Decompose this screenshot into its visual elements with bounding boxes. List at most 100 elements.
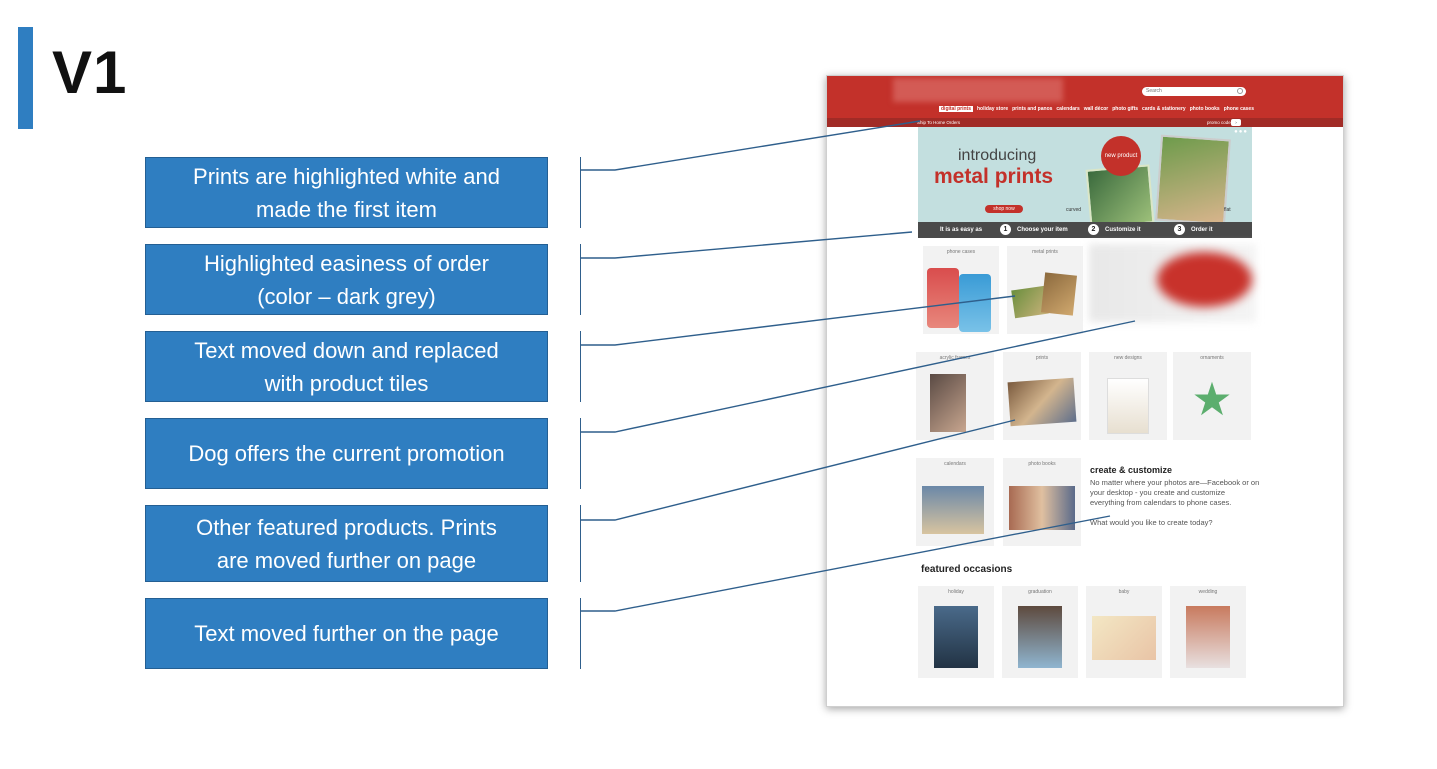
tile-acrylic-frames[interactable]: acrylic frames xyxy=(916,352,994,440)
tile-label: ornaments xyxy=(1200,355,1224,361)
tile-calendars[interactable]: calendars xyxy=(916,458,994,546)
promo-bar: Ship To Home Orders promo code › xyxy=(827,118,1343,127)
featured-occasions-title: featured occasions xyxy=(921,564,1013,575)
tile-label: phone cases xyxy=(946,249,976,255)
search-placeholder: Search xyxy=(1146,88,1162,94)
bracket-line xyxy=(580,505,581,582)
steps-lead: It is as easy as xyxy=(940,227,983,233)
callout-line: Prints are highlighted white and xyxy=(193,163,500,189)
tile-phone-cases[interactable]: phone cases xyxy=(923,246,999,334)
tile-label: acrylic frames xyxy=(939,355,971,361)
callout-line: Text moved further on the page xyxy=(194,621,499,646)
order-steps-bar: It is as easy as 1 Choose your item 2 Cust… xyxy=(918,222,1252,238)
tile-label: new designs xyxy=(1114,355,1142,361)
callout-line: are moved further on page xyxy=(216,547,477,573)
callout-dog-promotion: Dog offers the current promotion xyxy=(145,418,548,489)
photo-book-image xyxy=(1009,486,1075,530)
callout-product-tiles: Text moved down and replaced with product… xyxy=(145,331,548,402)
step-number: 2 xyxy=(1088,223,1099,235)
nav-item[interactable]: photo gifts xyxy=(1112,106,1139,112)
tile-new-designs[interactable]: new designs xyxy=(1089,352,1167,440)
promo-text: Ship To Home Orders xyxy=(917,120,961,125)
tile-label: photo books xyxy=(1028,461,1056,467)
nav-item[interactable]: wall décor xyxy=(1083,106,1109,112)
holiday-card-image xyxy=(934,606,978,668)
step-3: 3 Order it xyxy=(1174,222,1213,238)
callout-line: with product tiles xyxy=(264,370,429,396)
callout-line: Text moved down and replaced xyxy=(194,337,499,363)
tile-photo-books[interactable]: photo books xyxy=(1003,458,1081,546)
tile-label: holiday xyxy=(948,589,964,595)
step-label: Customize it xyxy=(1105,227,1141,233)
nav-item[interactable]: cards & stationery xyxy=(1142,106,1186,112)
star-ornament-icon: ★ xyxy=(1191,373,1233,425)
step-number: 1 xyxy=(1000,223,1011,235)
create-customize-body: No matter where your photos are—Facebook… xyxy=(1090,478,1260,507)
acrylic-frame-image xyxy=(930,374,966,432)
tile-ornaments[interactable]: ornaments ★ xyxy=(1173,352,1251,440)
callout-line: made the first item xyxy=(256,196,437,222)
nav-item[interactable]: phone cases xyxy=(1223,106,1254,112)
search-icon[interactable] xyxy=(1237,88,1243,94)
bracket-line xyxy=(580,418,581,489)
tile-label: metal prints xyxy=(1032,249,1058,255)
callout-line: (color – dark grey) xyxy=(257,283,436,309)
step-number: 3 xyxy=(1174,223,1185,235)
tile-label: graduation xyxy=(1028,589,1052,595)
step-2: 2 Customize it xyxy=(1088,222,1141,238)
tile-label: calendars xyxy=(944,461,966,467)
title-accent-bar xyxy=(18,27,33,129)
hero-headline: metal prints xyxy=(934,165,1054,188)
phone-case-image xyxy=(959,274,991,332)
step-1: 1 Choose your item xyxy=(1000,222,1068,238)
greeting-card-image xyxy=(1107,378,1149,434)
step-label: Choose your item xyxy=(1017,227,1068,233)
blurred-logo xyxy=(893,78,1063,102)
tile-metal-prints[interactable]: metal prints xyxy=(1007,246,1083,334)
phone-case-image xyxy=(927,268,959,328)
hero-intro: introducing xyxy=(958,147,1037,164)
wedding-card-image xyxy=(1186,606,1230,668)
nav-item[interactable]: prints and panos xyxy=(1012,106,1053,112)
nav-item[interactable]: calendars xyxy=(1056,106,1080,112)
callout-text-moved: Text moved further on the page xyxy=(145,598,548,669)
blurred-promotion-badge xyxy=(1157,252,1252,307)
promo-button[interactable]: › xyxy=(1231,119,1241,126)
new-product-badge: new product xyxy=(1101,136,1141,176)
bracket-line xyxy=(580,157,581,228)
nav-item-digital-prints[interactable]: digital prints xyxy=(939,106,973,112)
calendar-image xyxy=(922,486,984,534)
flat-label: flat xyxy=(1224,207,1231,213)
baby-card-image xyxy=(1092,616,1156,660)
tile-occasion-baby[interactable]: baby xyxy=(1086,586,1162,678)
create-customize-question: What would you like to create today? xyxy=(1090,518,1213,527)
slide-title: V1 xyxy=(52,39,128,106)
tile-occasion-wedding[interactable]: wedding xyxy=(1170,586,1246,678)
shop-now-button[interactable]: shop now xyxy=(985,205,1023,213)
tile-label: prints xyxy=(1035,355,1049,361)
callout-line: Dog offers the current promotion xyxy=(188,441,505,466)
tile-label: baby xyxy=(1118,589,1130,595)
nav-item[interactable]: photo books xyxy=(1189,106,1220,112)
callout-easiness-of-order: Highlighted easiness of order (color – da… xyxy=(145,244,548,315)
tile-occasion-graduation[interactable]: graduation xyxy=(1002,586,1078,678)
hero-photo xyxy=(1155,134,1231,222)
create-customize-title: create & customize xyxy=(1090,465,1173,475)
hero-banner[interactable]: introducing metal prints new product sho… xyxy=(918,127,1252,222)
tile-occasion-holiday[interactable]: holiday xyxy=(918,586,994,678)
promo-code-label: promo code xyxy=(1207,120,1231,125)
search-input[interactable]: Search xyxy=(1142,87,1246,96)
nav-item[interactable]: holiday store xyxy=(977,106,1009,112)
bracket-line xyxy=(580,331,581,402)
graduation-card-image xyxy=(1018,606,1062,668)
tile-label: wedding xyxy=(1198,589,1218,595)
step-label: Order it xyxy=(1191,227,1213,233)
carousel-dots[interactable]: ●●● xyxy=(1234,129,1248,135)
tile-prints[interactable]: prints xyxy=(1003,352,1081,440)
bracket-line xyxy=(580,598,581,669)
callout-line: Highlighted easiness of order xyxy=(204,250,489,276)
curved-label: curved xyxy=(1066,207,1082,213)
